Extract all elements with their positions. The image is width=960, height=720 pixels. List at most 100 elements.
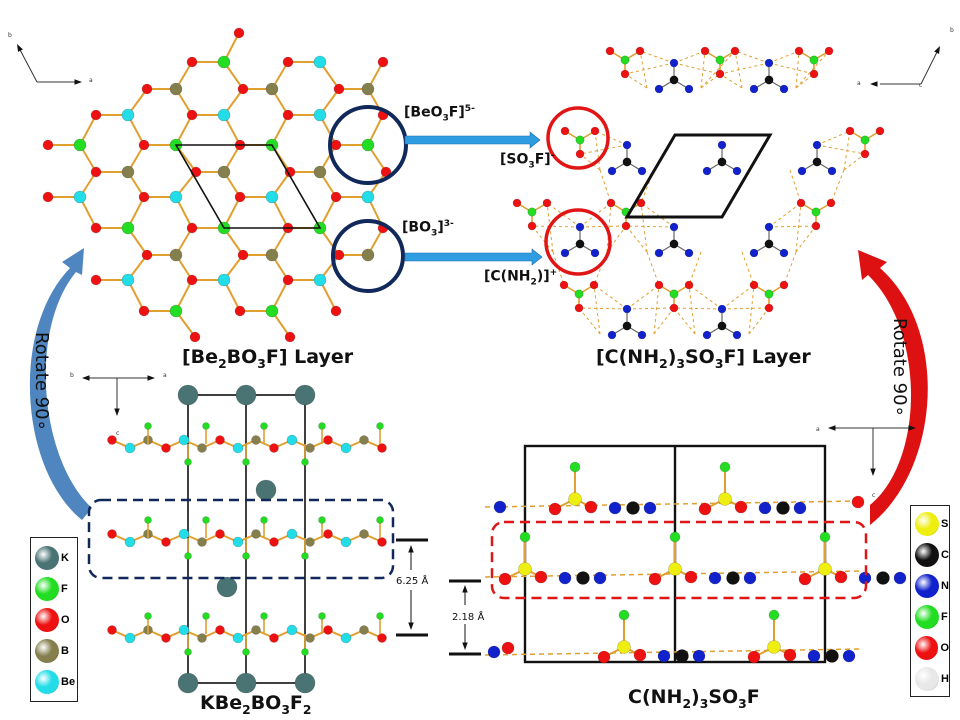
atom-n: [607, 330, 617, 340]
atom-b: [265, 248, 279, 262]
axis-arrow-c: [114, 408, 120, 416]
atom-o: [186, 274, 198, 286]
atom-be: [178, 434, 190, 446]
atom-n: [558, 571, 572, 585]
atom-o: [138, 305, 150, 317]
atom-f: [242, 458, 250, 466]
hydrogen-bond: [640, 202, 675, 228]
atom-n: [654, 84, 664, 94]
t: 2: [530, 277, 537, 288]
atom-o: [107, 625, 117, 635]
t: 3: [714, 356, 724, 371]
hydrogen-bond: [626, 307, 675, 310]
atom-o: [189, 331, 201, 343]
atom-o: [269, 537, 279, 547]
atom-f: [519, 531, 531, 543]
atom-o: [824, 46, 834, 56]
legend-swatch: [915, 511, 939, 536]
label-cnh2: [C(NH2)]+: [484, 268, 557, 287]
atom-o: [809, 69, 819, 79]
hydrogen-bond: [673, 62, 721, 75]
legend-swatch: [915, 635, 939, 660]
atom-f: [574, 289, 584, 299]
atom-c: [812, 157, 822, 167]
atom-be: [73, 190, 87, 204]
distance-arrowhead: [408, 545, 414, 553]
atom-be: [340, 632, 352, 644]
atom-be: [217, 273, 231, 287]
atom-o: [621, 221, 631, 231]
atom-be: [361, 190, 375, 204]
title-kbbf: KBe2BO3F2: [200, 692, 312, 717]
axis-arrow: [908, 425, 916, 431]
atom-s: [668, 562, 682, 576]
atom-be: [340, 442, 352, 454]
legend-item-s: S: [911, 508, 949, 539]
atom-k: [235, 384, 257, 406]
atom-o: [794, 46, 804, 56]
t: [BO: [402, 219, 431, 236]
atom-k: [235, 672, 257, 694]
atom-n: [764, 58, 774, 68]
hydrogen-bond: [653, 284, 660, 335]
highlight-circle-so3f: [546, 106, 610, 170]
hydrogen-bond: [579, 225, 627, 228]
legend-swatch: [915, 542, 939, 567]
atom-o: [377, 633, 387, 643]
legend-label: N: [941, 579, 949, 592]
atom-o: [633, 648, 647, 662]
atom-c: [575, 239, 585, 249]
legend-item-n: N: [911, 570, 949, 601]
atom-o: [783, 648, 797, 662]
axis-a-topright: a: [857, 80, 861, 87]
t: F] Layer: [265, 346, 354, 368]
atom-f: [764, 289, 774, 299]
highlight-circle-beo3f: [328, 105, 408, 185]
legend-item-o: O: [911, 632, 949, 663]
atom-n: [487, 645, 501, 659]
atom-n: [637, 330, 647, 340]
atom-f: [768, 609, 780, 621]
atom-b: [197, 633, 207, 643]
atom-o: [734, 500, 748, 514]
t: 2: [302, 702, 312, 717]
atom-o: [186, 222, 198, 234]
atom-b: [251, 529, 261, 539]
atom-be: [340, 536, 352, 548]
legend-label: O: [61, 613, 70, 626]
atom-o: [501, 641, 515, 655]
t: KBe: [200, 692, 243, 714]
legend-label: K: [61, 551, 69, 564]
atom-c: [622, 157, 632, 167]
atom-f: [376, 516, 384, 524]
hydrogen-bond: [700, 50, 706, 89]
t: F] Layer: [723, 346, 811, 368]
atom-f: [184, 648, 192, 656]
legend-item-f: F: [911, 601, 949, 632]
atom-f: [318, 422, 326, 430]
atom-b: [197, 443, 207, 453]
t: [Be: [182, 346, 219, 368]
atom-n: [764, 222, 774, 232]
atom-c: [626, 501, 640, 515]
hydrogen-bond: [719, 73, 743, 89]
t: 3: [699, 696, 709, 711]
rotate-label-right: Rotate 90∘: [889, 318, 910, 417]
rotate-arrow-red: [858, 250, 928, 525]
atom-f: [575, 135, 585, 145]
atom-o: [186, 109, 198, 121]
atom-be: [124, 536, 136, 548]
atom-f: [376, 422, 384, 430]
atom-n: [827, 166, 837, 176]
atom-f: [620, 55, 630, 65]
hydrogen-bond: [606, 202, 612, 253]
atom-o: [635, 46, 645, 56]
axis-a-bottomleft: a: [163, 372, 167, 379]
atom-o: [811, 221, 821, 231]
hydrogen-bond: [721, 284, 755, 310]
atom-c: [669, 75, 679, 85]
t: 3: [257, 356, 266, 371]
hydrogen-bond: [531, 225, 581, 228]
atom-o: [323, 625, 333, 635]
